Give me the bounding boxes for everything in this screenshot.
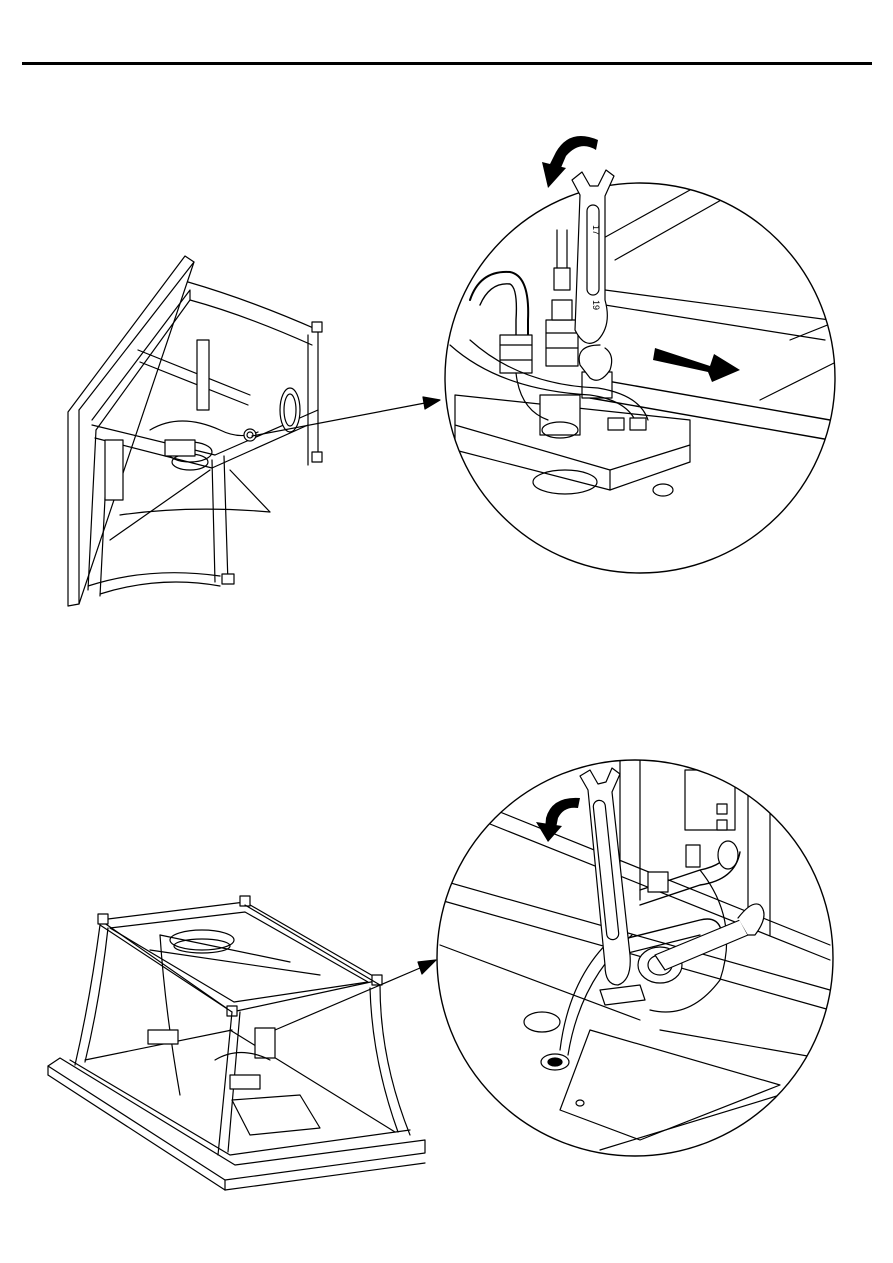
step2-bathtub-frame-overview — [48, 896, 436, 1190]
rotate-counterclockwise-arrow-icon — [542, 136, 598, 188]
wrench-size-label: 17 — [591, 225, 601, 235]
wrench-end-label: 19 — [591, 300, 601, 310]
step1-detail-zoom: 17 19 — [445, 136, 840, 573]
wrench-icon: 17 19 — [572, 170, 614, 343]
pull-right-arrow-icon — [653, 348, 740, 382]
step1-bathtub-frame-overview — [68, 256, 440, 606]
step2-detail-zoom — [437, 760, 833, 1156]
